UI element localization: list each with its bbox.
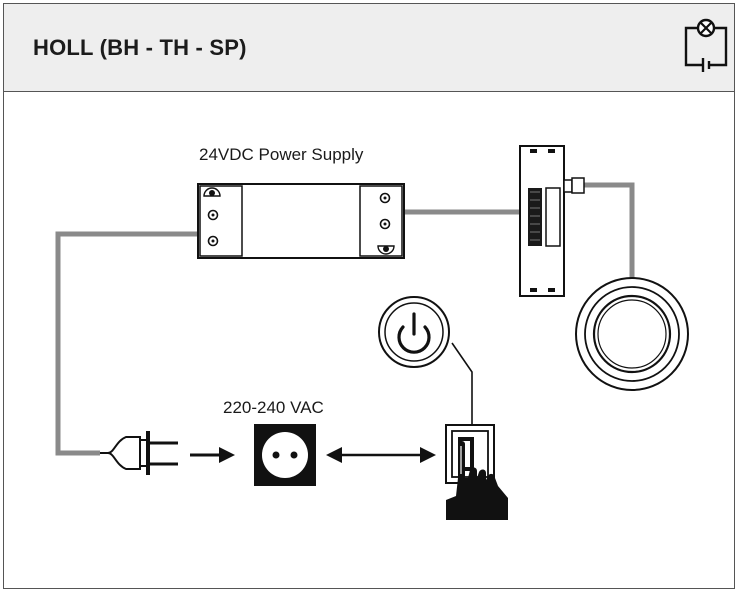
cable-plug-to-driver <box>55 231 198 456</box>
circuit-lamp-battery-icon <box>684 18 728 72</box>
arrow-socket-switch <box>326 447 436 463</box>
panel-header: HOLL (BH - TH - SP) <box>4 4 734 92</box>
ac-voltage-label: 220-240 VAC <box>223 398 324 417</box>
wall-socket-icon <box>254 424 316 486</box>
arrow-plug-to-socket <box>190 447 235 463</box>
power-supply-label: 24VDC Power Supply <box>199 145 364 164</box>
ac-plug-icon <box>100 431 178 475</box>
power-supply-driver <box>197 183 405 259</box>
panel-title: HOLL (BH - TH - SP) <box>33 35 247 60</box>
power-button-icon <box>378 296 450 368</box>
distribution-hub <box>519 145 585 297</box>
led-spotlight <box>575 277 689 391</box>
cables <box>55 182 635 456</box>
hand-pointer-icon <box>446 441 508 520</box>
cable-hub-to-light <box>584 182 635 278</box>
wire-button-to-switch <box>451 342 473 425</box>
